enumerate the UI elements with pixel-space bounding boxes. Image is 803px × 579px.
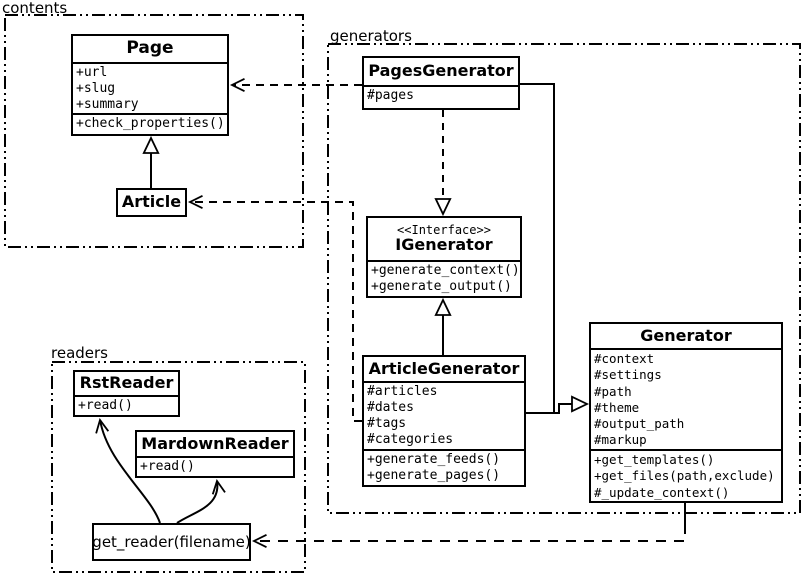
package-border-contents xyxy=(4,14,304,248)
attribute-row: +slug xyxy=(76,81,116,96)
class-box-rstreader: RstReader +read() xyxy=(73,370,180,417)
attributes-compartment: +url +slug +summary xyxy=(73,64,227,115)
methods-compartment: +generate_context() +generate_output() xyxy=(368,262,520,296)
methods-compartment: +get_templates() +get_files(path,exclude… xyxy=(591,451,781,501)
method-row: +get_files(path,exclude) xyxy=(594,468,775,484)
method-row: +read() xyxy=(140,459,195,474)
attributes-compartment: #context #settings #path #theme #output_… xyxy=(591,350,781,451)
attribute-row: +url xyxy=(76,65,108,80)
attribute-row: #path xyxy=(594,383,632,399)
methods-compartment: +read() xyxy=(75,397,178,415)
dependency-arrow-articlegenerator-to-article xyxy=(187,194,362,422)
method-row: +generate_pages() xyxy=(367,468,501,483)
class-title-rstreader: RstReader xyxy=(75,372,178,397)
attributes-compartment: #articles #dates #tags #categories xyxy=(364,383,524,451)
attributes-compartment: #pages xyxy=(364,87,518,108)
class-box-articlegenerator: ArticleGenerator #articles #dates #tags … xyxy=(362,355,526,487)
package-label-readers: readers xyxy=(51,344,108,362)
method-row: +check_properties() xyxy=(76,116,225,131)
class-title-articlegenerator: ArticleGenerator xyxy=(364,357,524,383)
attribute-row: #markup xyxy=(594,432,647,448)
class-title-mardownreader: MardownReader xyxy=(137,432,293,458)
methods-compartment: +check_properties() xyxy=(73,115,227,134)
class-box-article: Article xyxy=(116,188,187,217)
stereotype-label: <<Interface>> xyxy=(397,223,491,238)
attribute-row: #context xyxy=(594,351,655,366)
class-box-igenerator: <<Interface>> IGenerator +generate_conte… xyxy=(366,216,522,298)
arrow-getreader-to-mardownreader xyxy=(176,478,226,524)
attribute-row: #theme xyxy=(594,399,640,415)
method-row: +generate_feeds() xyxy=(367,452,501,467)
attribute-row: #settings xyxy=(594,367,662,383)
class-title-generator: Generator xyxy=(591,324,781,350)
method-row: +get_templates() xyxy=(594,452,715,467)
dependency-arrow-generator-to-getreader xyxy=(251,524,686,549)
class-title-text: IGenerator xyxy=(395,234,493,254)
generalization-arrow-to-generator xyxy=(526,395,590,414)
class-box-generator: Generator #context #settings #path #them… xyxy=(589,322,783,503)
arrow-getreader-to-rstreader xyxy=(95,418,161,524)
class-title-igenerator: <<Interface>> IGenerator xyxy=(368,218,520,262)
attribute-row: #dates xyxy=(367,400,414,415)
attribute-row: #tags xyxy=(367,416,407,431)
attribute-row: +summary xyxy=(76,97,139,112)
package-label-generators: generators xyxy=(330,27,412,45)
class-title-page: Page xyxy=(73,36,227,64)
method-row: +read() xyxy=(78,398,133,413)
method-row: #_update_context() xyxy=(594,484,730,500)
class-box-page: Page +url +slug +summary +check_properti… xyxy=(71,34,229,136)
package-border-generators xyxy=(327,43,801,514)
methods-compartment: +read() xyxy=(137,458,293,476)
class-title-pagesgenerator: PagesGenerator xyxy=(364,58,518,87)
function-box-get-reader: get_reader(filename) xyxy=(92,523,251,561)
method-row: +generate_output() xyxy=(371,279,512,294)
package-label-contents: contents xyxy=(2,0,68,17)
attribute-row: #articles xyxy=(367,384,438,399)
attribute-row: #categories xyxy=(367,432,454,447)
generalization-line-pagesgenerator-to-generator xyxy=(520,83,555,413)
method-row: +generate_context() xyxy=(371,263,520,278)
attribute-row: #pages xyxy=(367,88,414,103)
class-title-article: Article xyxy=(121,192,182,212)
attribute-row: #output_path xyxy=(594,416,685,432)
class-box-pagesgenerator: PagesGenerator #pages xyxy=(362,56,520,110)
methods-compartment: +generate_feeds() +generate_pages() xyxy=(364,451,524,485)
package-border-readers xyxy=(51,361,306,573)
class-box-mardownreader: MardownReader +read() xyxy=(135,430,295,478)
